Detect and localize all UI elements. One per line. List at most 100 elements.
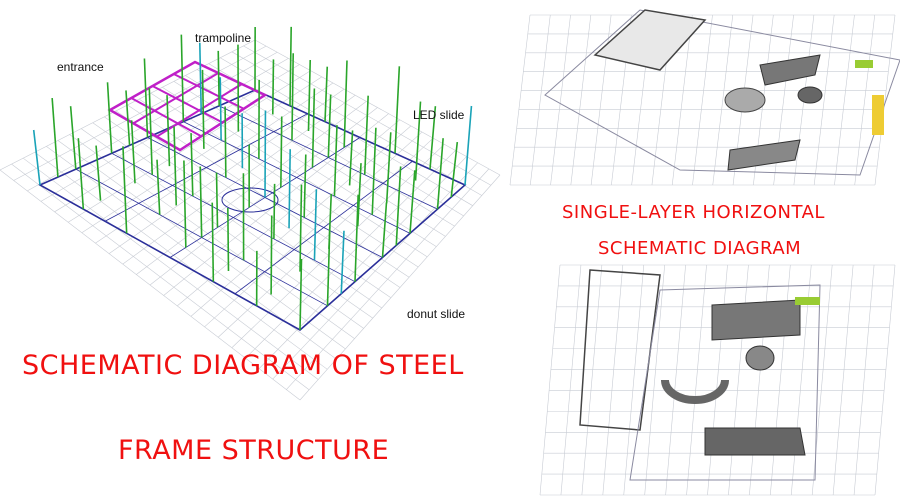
steel-pole bbox=[156, 159, 161, 215]
floor-outline-bottom bbox=[629, 284, 821, 481]
steel-pole bbox=[211, 202, 215, 282]
label-trampoline: trampoline bbox=[195, 31, 252, 45]
steel-pole bbox=[464, 105, 473, 186]
steel-pole bbox=[356, 163, 362, 227]
steel-pole bbox=[313, 189, 318, 261]
steel-pole bbox=[371, 127, 377, 215]
color-block bbox=[795, 297, 820, 305]
grid-line bbox=[149, 107, 378, 286]
grid-line bbox=[539, 264, 561, 496]
grid-line bbox=[770, 264, 791, 496]
steel-pole bbox=[198, 42, 203, 114]
donut-slide-top bbox=[724, 87, 766, 113]
steel-pole bbox=[289, 26, 292, 106]
grid-line bbox=[108, 88, 345, 254]
grid-line bbox=[245, 150, 456, 359]
grid-line bbox=[122, 94, 356, 265]
steel-pole bbox=[183, 160, 187, 248]
caption-right-line2: SCHEMATIC DIAGRAM bbox=[598, 238, 802, 259]
grid-line bbox=[204, 131, 423, 328]
platform-block bbox=[579, 269, 661, 431]
grid-line bbox=[529, 14, 551, 186]
donut-slide-bottom bbox=[661, 379, 729, 404]
slide-object bbox=[745, 345, 775, 371]
grid-line bbox=[853, 264, 875, 496]
steel-pole bbox=[354, 194, 359, 282]
steel-pole bbox=[125, 90, 131, 146]
grid-line bbox=[644, 264, 665, 496]
steel-pole bbox=[394, 66, 401, 154]
grid-line bbox=[286, 168, 490, 390]
steel-pole bbox=[190, 133, 194, 197]
grid-line bbox=[854, 14, 876, 186]
steel-pole bbox=[219, 77, 222, 141]
steel-pole bbox=[77, 138, 85, 210]
steel-pole bbox=[227, 207, 230, 271]
grid-line bbox=[590, 14, 612, 186]
steel-pole bbox=[288, 149, 291, 229]
grid-line bbox=[581, 264, 603, 496]
steel-pole bbox=[436, 138, 444, 210]
grid-line bbox=[671, 14, 693, 186]
stairs-bottom bbox=[704, 427, 806, 456]
grid-line bbox=[686, 264, 707, 496]
color-block bbox=[872, 95, 884, 135]
steel-pole bbox=[271, 59, 275, 115]
steel-pole bbox=[166, 95, 171, 167]
grid-line bbox=[712, 14, 734, 186]
steel-pole bbox=[280, 116, 283, 188]
frame-beam bbox=[104, 113, 308, 222]
steel-pole bbox=[299, 184, 303, 272]
grid-line bbox=[874, 14, 896, 186]
led-slide-bottom bbox=[711, 299, 801, 341]
platform-block bbox=[593, 9, 707, 71]
trampoline-beam bbox=[152, 85, 223, 124]
steel-pole bbox=[311, 88, 316, 168]
caption-right-line1: SINGLE-LAYER HORIZONTAL bbox=[562, 202, 825, 223]
steel-pole bbox=[224, 106, 227, 178]
grid-line bbox=[874, 264, 896, 496]
caption-left-line1: SCHEMATIC DIAGRAM OF STEEL bbox=[22, 350, 464, 381]
steel-pole bbox=[333, 125, 338, 197]
steel-pole bbox=[328, 193, 333, 249]
trampoline-beam bbox=[173, 73, 245, 110]
grid-line bbox=[813, 14, 835, 186]
trampoline-beam bbox=[156, 83, 243, 138]
grid-line bbox=[272, 162, 478, 380]
grid-line bbox=[692, 14, 713, 186]
trampoline-beam bbox=[132, 72, 219, 125]
grid-line bbox=[623, 264, 645, 496]
grid-line bbox=[299, 174, 501, 401]
stairs-top bbox=[727, 139, 801, 171]
grid-line bbox=[68, 70, 311, 223]
steel-pole bbox=[291, 53, 295, 141]
label-entrance: entrance bbox=[57, 60, 104, 74]
steel-pole bbox=[199, 166, 203, 238]
steel-pole bbox=[381, 202, 388, 258]
steel-pole bbox=[180, 34, 185, 122]
color-block bbox=[855, 60, 873, 68]
steel-pole bbox=[385, 132, 392, 204]
steel-pole bbox=[143, 58, 149, 138]
grid-line bbox=[749, 264, 770, 496]
steel-pole bbox=[201, 69, 205, 149]
steel-pole bbox=[95, 145, 102, 201]
steel-pole bbox=[130, 120, 136, 184]
grid-line bbox=[665, 264, 686, 496]
steel-pole bbox=[217, 50, 220, 106]
led-slide-top bbox=[759, 54, 821, 86]
steel-pole bbox=[51, 98, 59, 178]
steel-pole bbox=[363, 95, 369, 175]
steel-pole bbox=[215, 172, 219, 228]
steel-pole bbox=[450, 141, 459, 198]
grid-line bbox=[231, 144, 445, 348]
grid-line bbox=[550, 14, 571, 186]
label-donut-slide: donut slide bbox=[407, 307, 466, 321]
steel-pole bbox=[148, 87, 154, 175]
grid-line bbox=[602, 264, 624, 496]
steel-pole bbox=[32, 129, 41, 186]
steel-pole bbox=[106, 82, 113, 154]
steel-pole bbox=[273, 183, 276, 239]
